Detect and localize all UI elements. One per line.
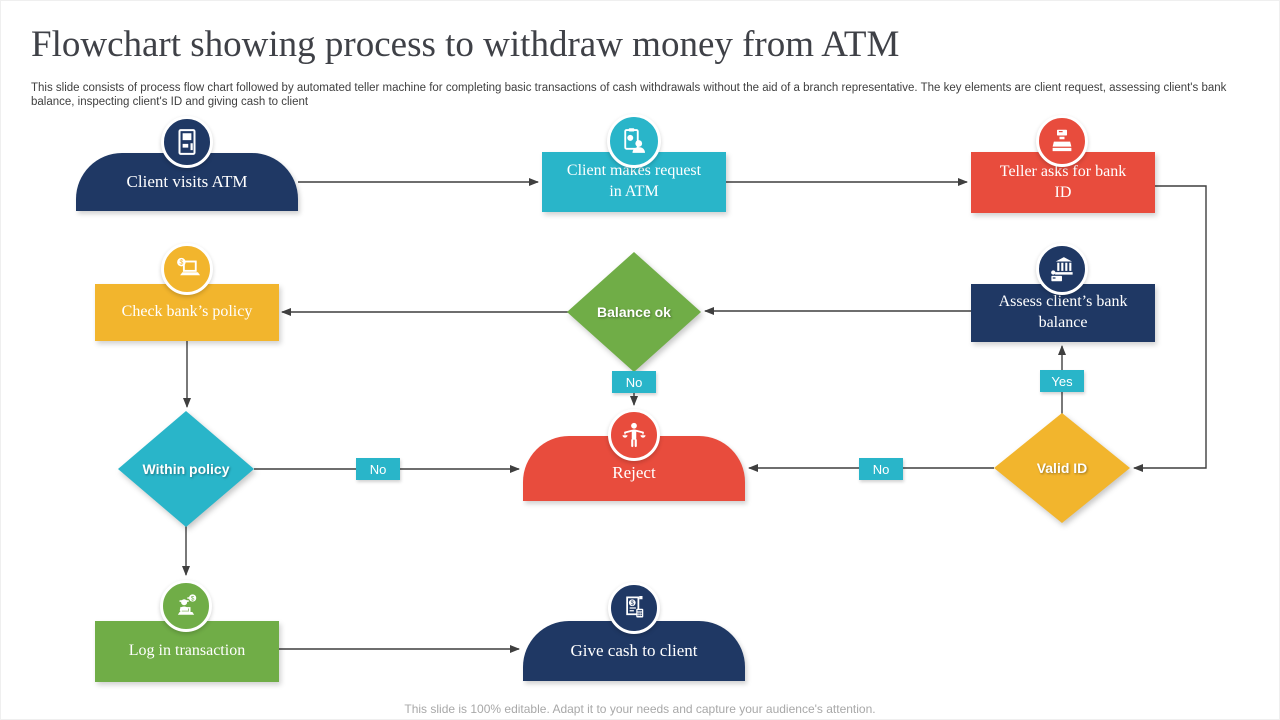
svg-text:$: $ <box>191 595 195 602</box>
node-give-cash-to-client: Give cash to client <box>523 621 745 681</box>
decision-label: Within policy <box>142 461 230 477</box>
invoice-calculator-icon-badge: $ <box>608 582 660 634</box>
node-label: Client visits ATM <box>126 171 248 191</box>
cash-register-icon-badge <box>1036 115 1088 167</box>
decision-within-policy: Within policy <box>118 411 254 527</box>
node-label: Give cash to client <box>570 640 698 660</box>
clipboard-person-icon-badge <box>607 114 661 168</box>
edge-label-no-within-policy: No <box>356 458 400 480</box>
teller-laptop-icon-badge: $ <box>160 580 212 632</box>
bank-icon-badge <box>1036 243 1088 295</box>
laptop-dollar-icon: $ <box>177 257 201 276</box>
node-client-makes-request: Client makes request in ATM <box>542 152 726 212</box>
decision-balance-ok: Balance ok <box>567 252 701 372</box>
scales-person-icon-badge <box>608 409 660 461</box>
invoice-calculator-icon: $ <box>626 596 644 618</box>
node-label: Check bank’s policy <box>121 303 253 321</box>
page-title: Flowchart showing process to withdraw mo… <box>31 24 900 65</box>
node-label: Teller asks for bank ID <box>999 162 1127 201</box>
node-label: Reject <box>612 463 656 483</box>
clipboard-person-icon <box>624 128 645 153</box>
svg-text:$: $ <box>179 260 183 267</box>
svg-text:$: $ <box>631 601 635 607</box>
cash-register-icon <box>1052 129 1072 152</box>
scales-person-icon <box>622 422 646 448</box>
atm-icon-badge <box>161 116 213 168</box>
decision-label: Balance ok <box>597 304 671 320</box>
atm-icon <box>178 129 196 155</box>
edge-label-yes-valid-id: Yes <box>1040 370 1084 392</box>
node-label: Client makes request in ATM <box>566 162 702 200</box>
node-label: Assess client’s bank balance <box>998 293 1128 331</box>
decision-valid-id: Valid ID <box>994 413 1130 523</box>
decision-label: Valid ID <box>1036 460 1088 476</box>
edge-label-no-balance: No <box>612 371 656 393</box>
slide-description: This slide consists of process flow char… <box>31 82 1227 108</box>
edge-label-no-valid-id: No <box>859 458 903 480</box>
laptop-dollar-icon-badge: $ <box>161 243 213 295</box>
node-label: Log in transaction <box>128 642 246 660</box>
bank-icon <box>1051 257 1073 282</box>
teller-laptop-icon: $ <box>177 594 197 615</box>
footer-note: This slide is 100% editable. Adapt it to… <box>404 702 876 716</box>
